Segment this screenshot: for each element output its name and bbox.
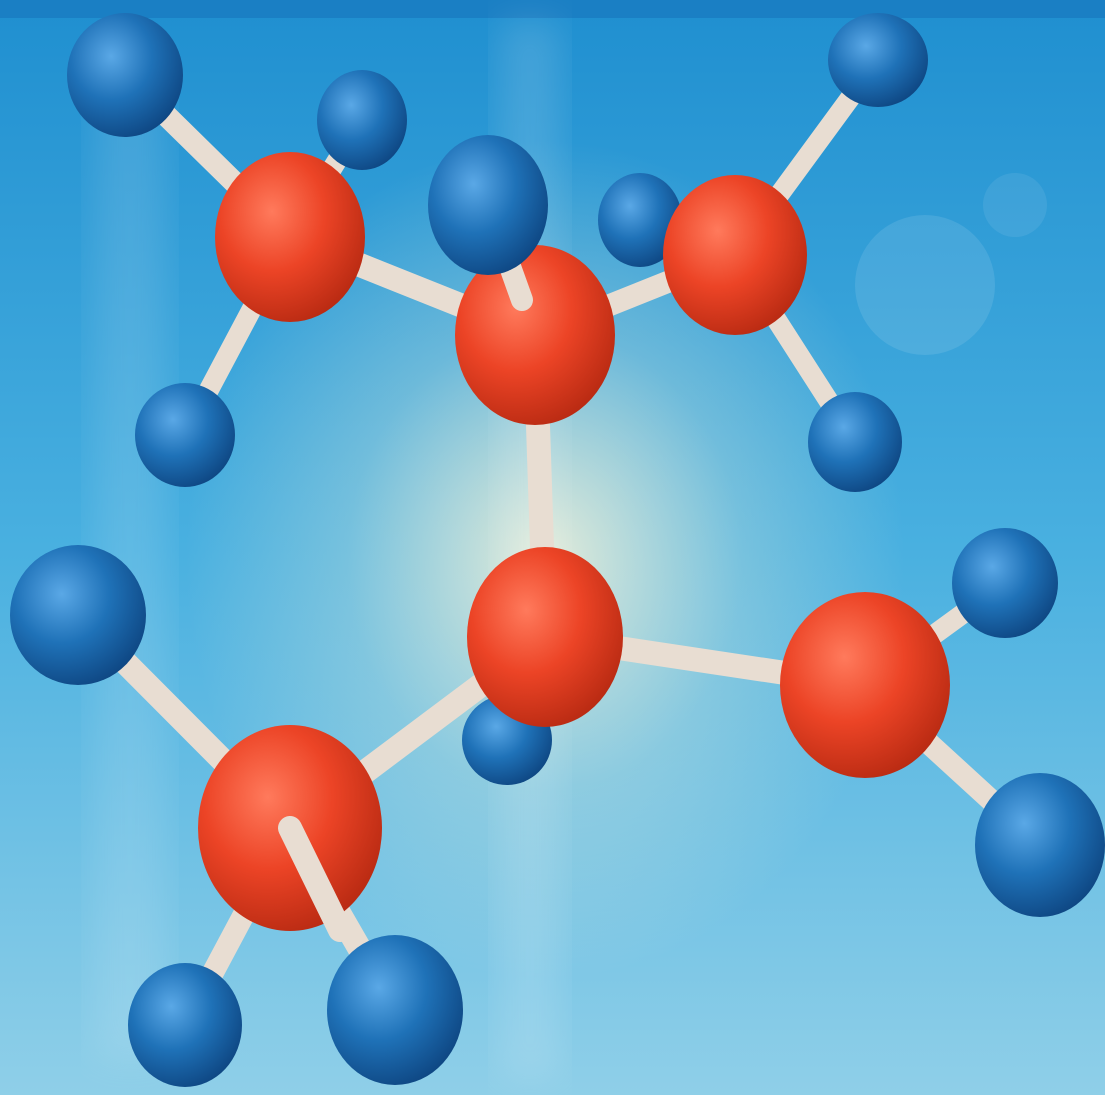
hydrogen-atom <box>327 935 463 1085</box>
hydrogen-atom <box>975 773 1105 917</box>
top-band <box>0 0 1105 18</box>
hydrogen-atom <box>428 135 548 275</box>
hydrogen-atom <box>808 392 902 492</box>
bokeh-circle <box>983 173 1047 237</box>
hydrogen-atom <box>128 963 242 1087</box>
hydrogen-atom <box>10 545 146 685</box>
bond <box>278 816 352 942</box>
hydrogen-atom <box>828 13 928 107</box>
atoms-carbon <box>198 152 950 931</box>
carbon-atom <box>215 152 365 322</box>
bokeh-circle <box>855 215 995 355</box>
carbon-atom <box>467 547 623 727</box>
carbon-atom <box>780 592 950 778</box>
hydrogen-atom <box>598 173 682 267</box>
hydrogen-atom <box>317 70 407 170</box>
hydrogen-atom <box>952 528 1058 638</box>
carbon-atom <box>455 245 615 425</box>
atoms-hydrogen <box>10 13 1105 1087</box>
carbon-atom <box>663 175 807 335</box>
hydrogen-atom <box>135 383 235 487</box>
hydrogen-atom <box>67 13 183 137</box>
